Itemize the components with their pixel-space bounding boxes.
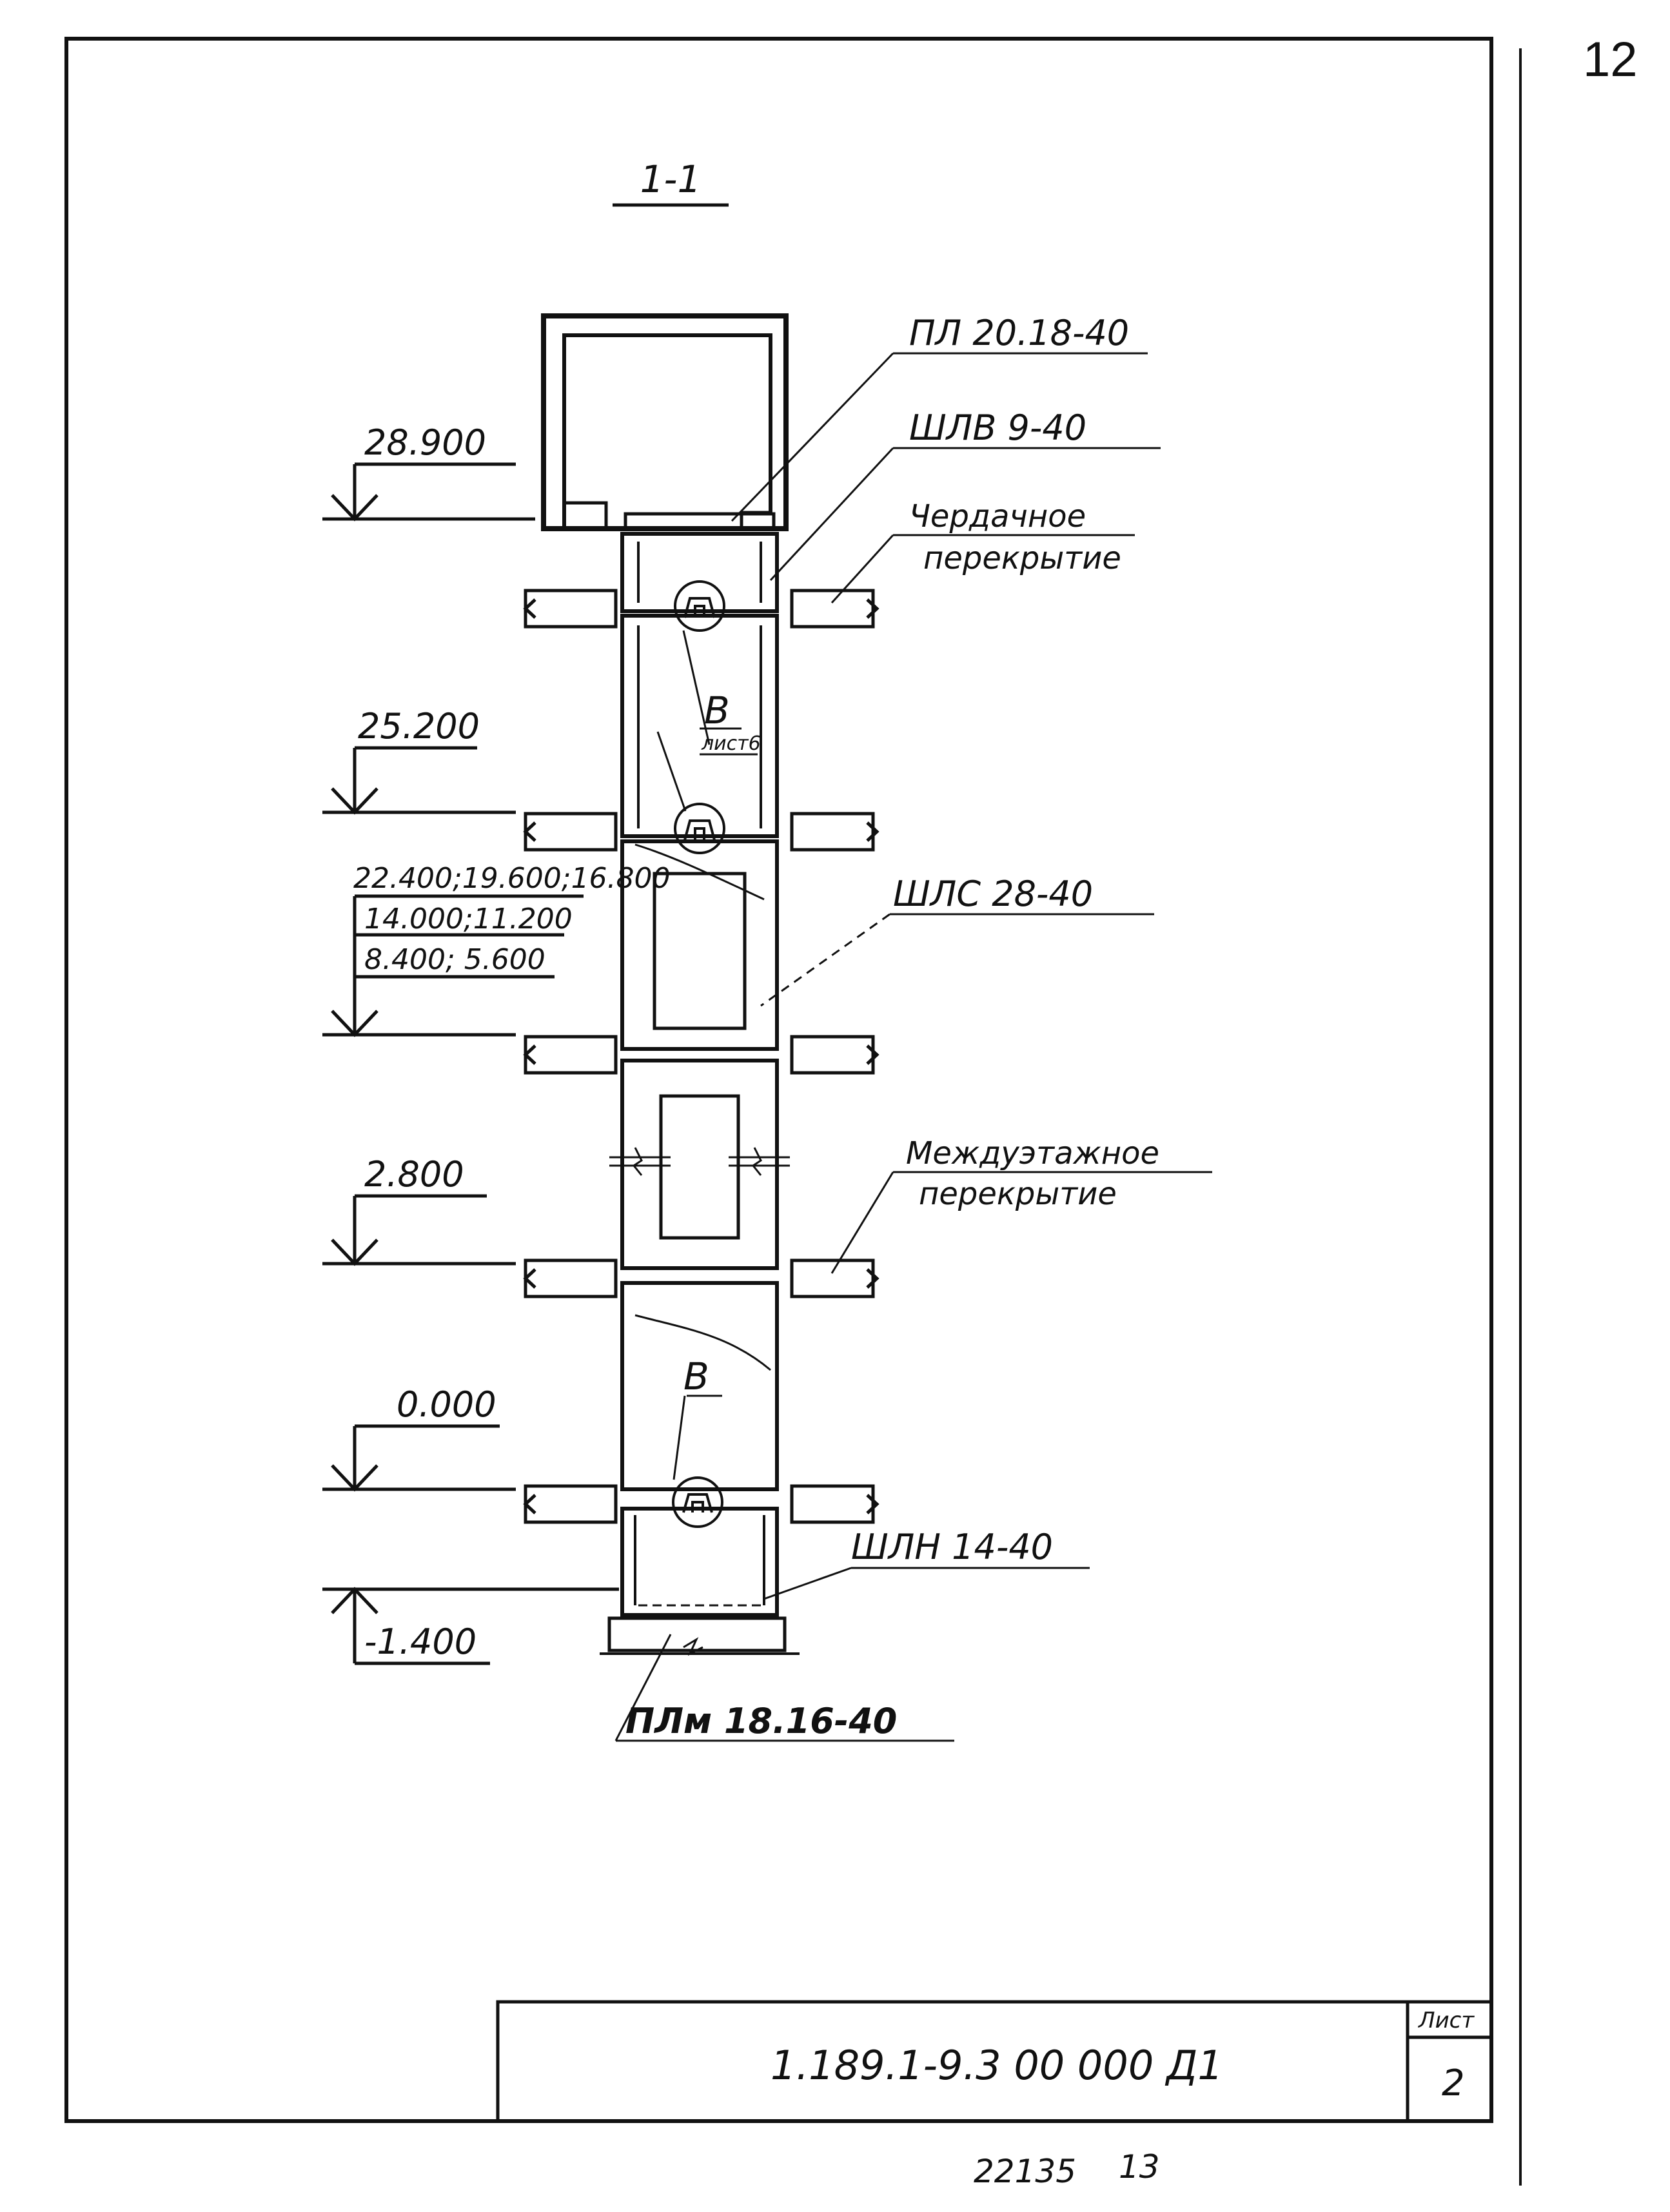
label-floor-slab-line1: Междуэтажное [906,1135,1159,1171]
elevation-25200: 25.200 [358,706,480,747]
shaft-stack [600,532,800,1656]
elevation-0000: 0.000 [397,1384,496,1425]
bottom-note-num2: 13 [1119,2148,1160,2186]
label-shlv-9-40: ШЛВ 9-40 [909,407,1086,448]
elevation-group-line1: 22.400;19.600;16.800 [353,862,671,895]
node-mark-bottom-letter: В [683,1355,709,1398]
label-attic-slab-line2: перекрытие [923,540,1121,576]
sheet-frame [64,37,1522,2186]
sheet-label: Лист [1417,2008,1475,2033]
node-circles [672,580,725,1528]
drawing-designation: 1.189.1-9.3 00 000 Д1 [771,2042,1223,2089]
title-block [496,2000,1493,2123]
elevation-2800: 2.800 [364,1154,464,1195]
elevation-group-line3: 8.400; 5.600 [364,943,545,976]
elevation-group-line2: 14.000;11.200 [364,903,573,935]
label-pl-20-18-40: ПЛ 20.18-40 [909,313,1129,353]
section-title: 1-1 [640,157,702,201]
label-attic-slab-line1: Чердачное [909,498,1086,534]
floor-slab-stubs [523,589,879,1524]
label-shls-28-40: ШЛС 28-40 [893,874,1093,914]
elevation-marks [322,462,619,1665]
node-mark-top-sheet: лист6 [701,732,761,755]
leader-lines [614,352,1212,1742]
node-mark-top-letter: В [704,689,730,732]
page-number: 12 [1583,32,1638,87]
label-shln-14-40: ШЛН 14-40 [851,1527,1053,1567]
label-plm-18-16-40: ПЛм 18.16-40 [625,1701,897,1741]
bottom-note-num1: 22135 [974,2153,1076,2190]
label-floor-slab-line2: перекрытие [919,1176,1117,1212]
elevation-28900: 28.900 [364,422,486,463]
top-cabin [541,313,789,531]
elevation-minus-1400: -1.400 [364,1621,476,1662]
sheet-number: 2 [1442,2062,1465,2104]
